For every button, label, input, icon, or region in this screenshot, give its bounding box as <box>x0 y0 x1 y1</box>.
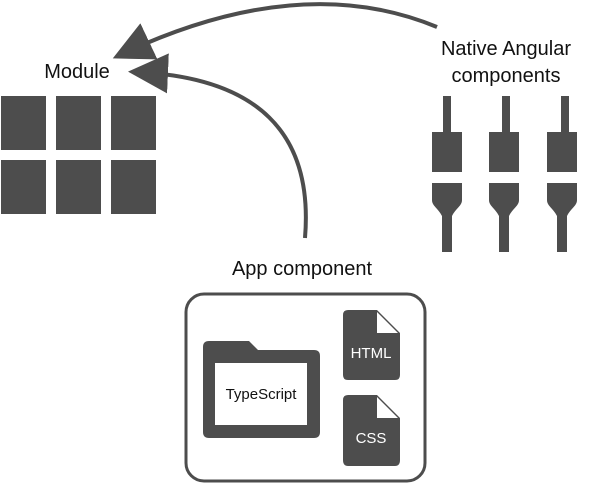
app-to-module-arrow <box>128 53 308 239</box>
plug-connector-icon <box>432 96 462 252</box>
typescript-folder-icon: TypeScript <box>203 341 320 438</box>
css-label: CSS <box>356 430 387 447</box>
native-components-icons <box>432 96 577 252</box>
native-components-label-line2: components <box>452 65 561 87</box>
html-file-icon: HTML <box>343 310 400 380</box>
app-component-label: App component <box>232 258 373 280</box>
module-block <box>56 96 101 150</box>
css-file-icon: CSS <box>343 395 400 466</box>
module-block <box>1 160 46 214</box>
module-block <box>56 160 101 214</box>
app-component-box <box>184 292 427 483</box>
module-block <box>111 160 156 214</box>
module-block <box>111 96 156 150</box>
native-to-module-arrow <box>112 2 438 60</box>
typescript-label: TypeScript <box>226 386 298 403</box>
plug-connector-icon <box>547 96 577 252</box>
html-label: HTML <box>351 345 392 362</box>
native-components-label-line1: Native Angular <box>441 38 571 60</box>
plug-connector-icon <box>489 96 519 252</box>
module-label: Module <box>44 61 110 83</box>
module-grid-icon <box>1 96 156 214</box>
module-block <box>1 96 46 150</box>
